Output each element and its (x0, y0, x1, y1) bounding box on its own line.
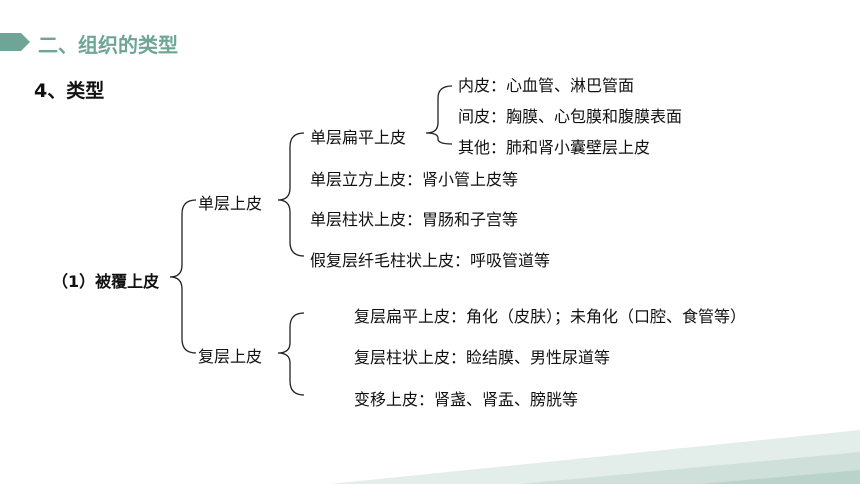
brace-root (169, 199, 197, 354)
node-endothelium: 内皮：心血管、淋巴管面 (458, 76, 635, 95)
node-stratified: 复层上皮 (198, 347, 263, 366)
node-single-columnar: 单层柱状上皮：胃肠和子宫等 (310, 210, 519, 229)
section-marker-icon (0, 33, 30, 51)
node-other-squamous: 其他：肺和肾小囊壁层上皮 (458, 138, 651, 157)
node-root: （1）被覆上皮 (52, 272, 160, 291)
subheading: 4、类型 (34, 80, 105, 102)
brace-single (277, 132, 305, 257)
node-pseudostratified: 假复层纤毛柱状上皮：呼吸管道等 (310, 251, 551, 270)
brace-stratified (277, 312, 305, 396)
node-stratified-columnar: 复层柱状上皮：睑结膜、男性尿道等 (354, 348, 611, 367)
node-single-squamous: 单层扁平上皮 (310, 128, 407, 147)
section-title: 二、组织的类型 (38, 33, 178, 57)
node-mesothelium: 间皮：胸膜、心包膜和腹膜表面 (458, 107, 683, 126)
node-single-cuboidal: 单层立方上皮：肾小管上皮等 (310, 170, 519, 189)
node-single-layer: 单层上皮 (198, 194, 263, 213)
brace-single-squamous (425, 85, 453, 145)
node-transitional: 变移上皮：肾盏、肾盂、膀胱等 (354, 390, 579, 409)
node-stratified-squamous: 复层扁平上皮：角化（皮肤）；未角化（口腔、食管等） (354, 307, 747, 326)
